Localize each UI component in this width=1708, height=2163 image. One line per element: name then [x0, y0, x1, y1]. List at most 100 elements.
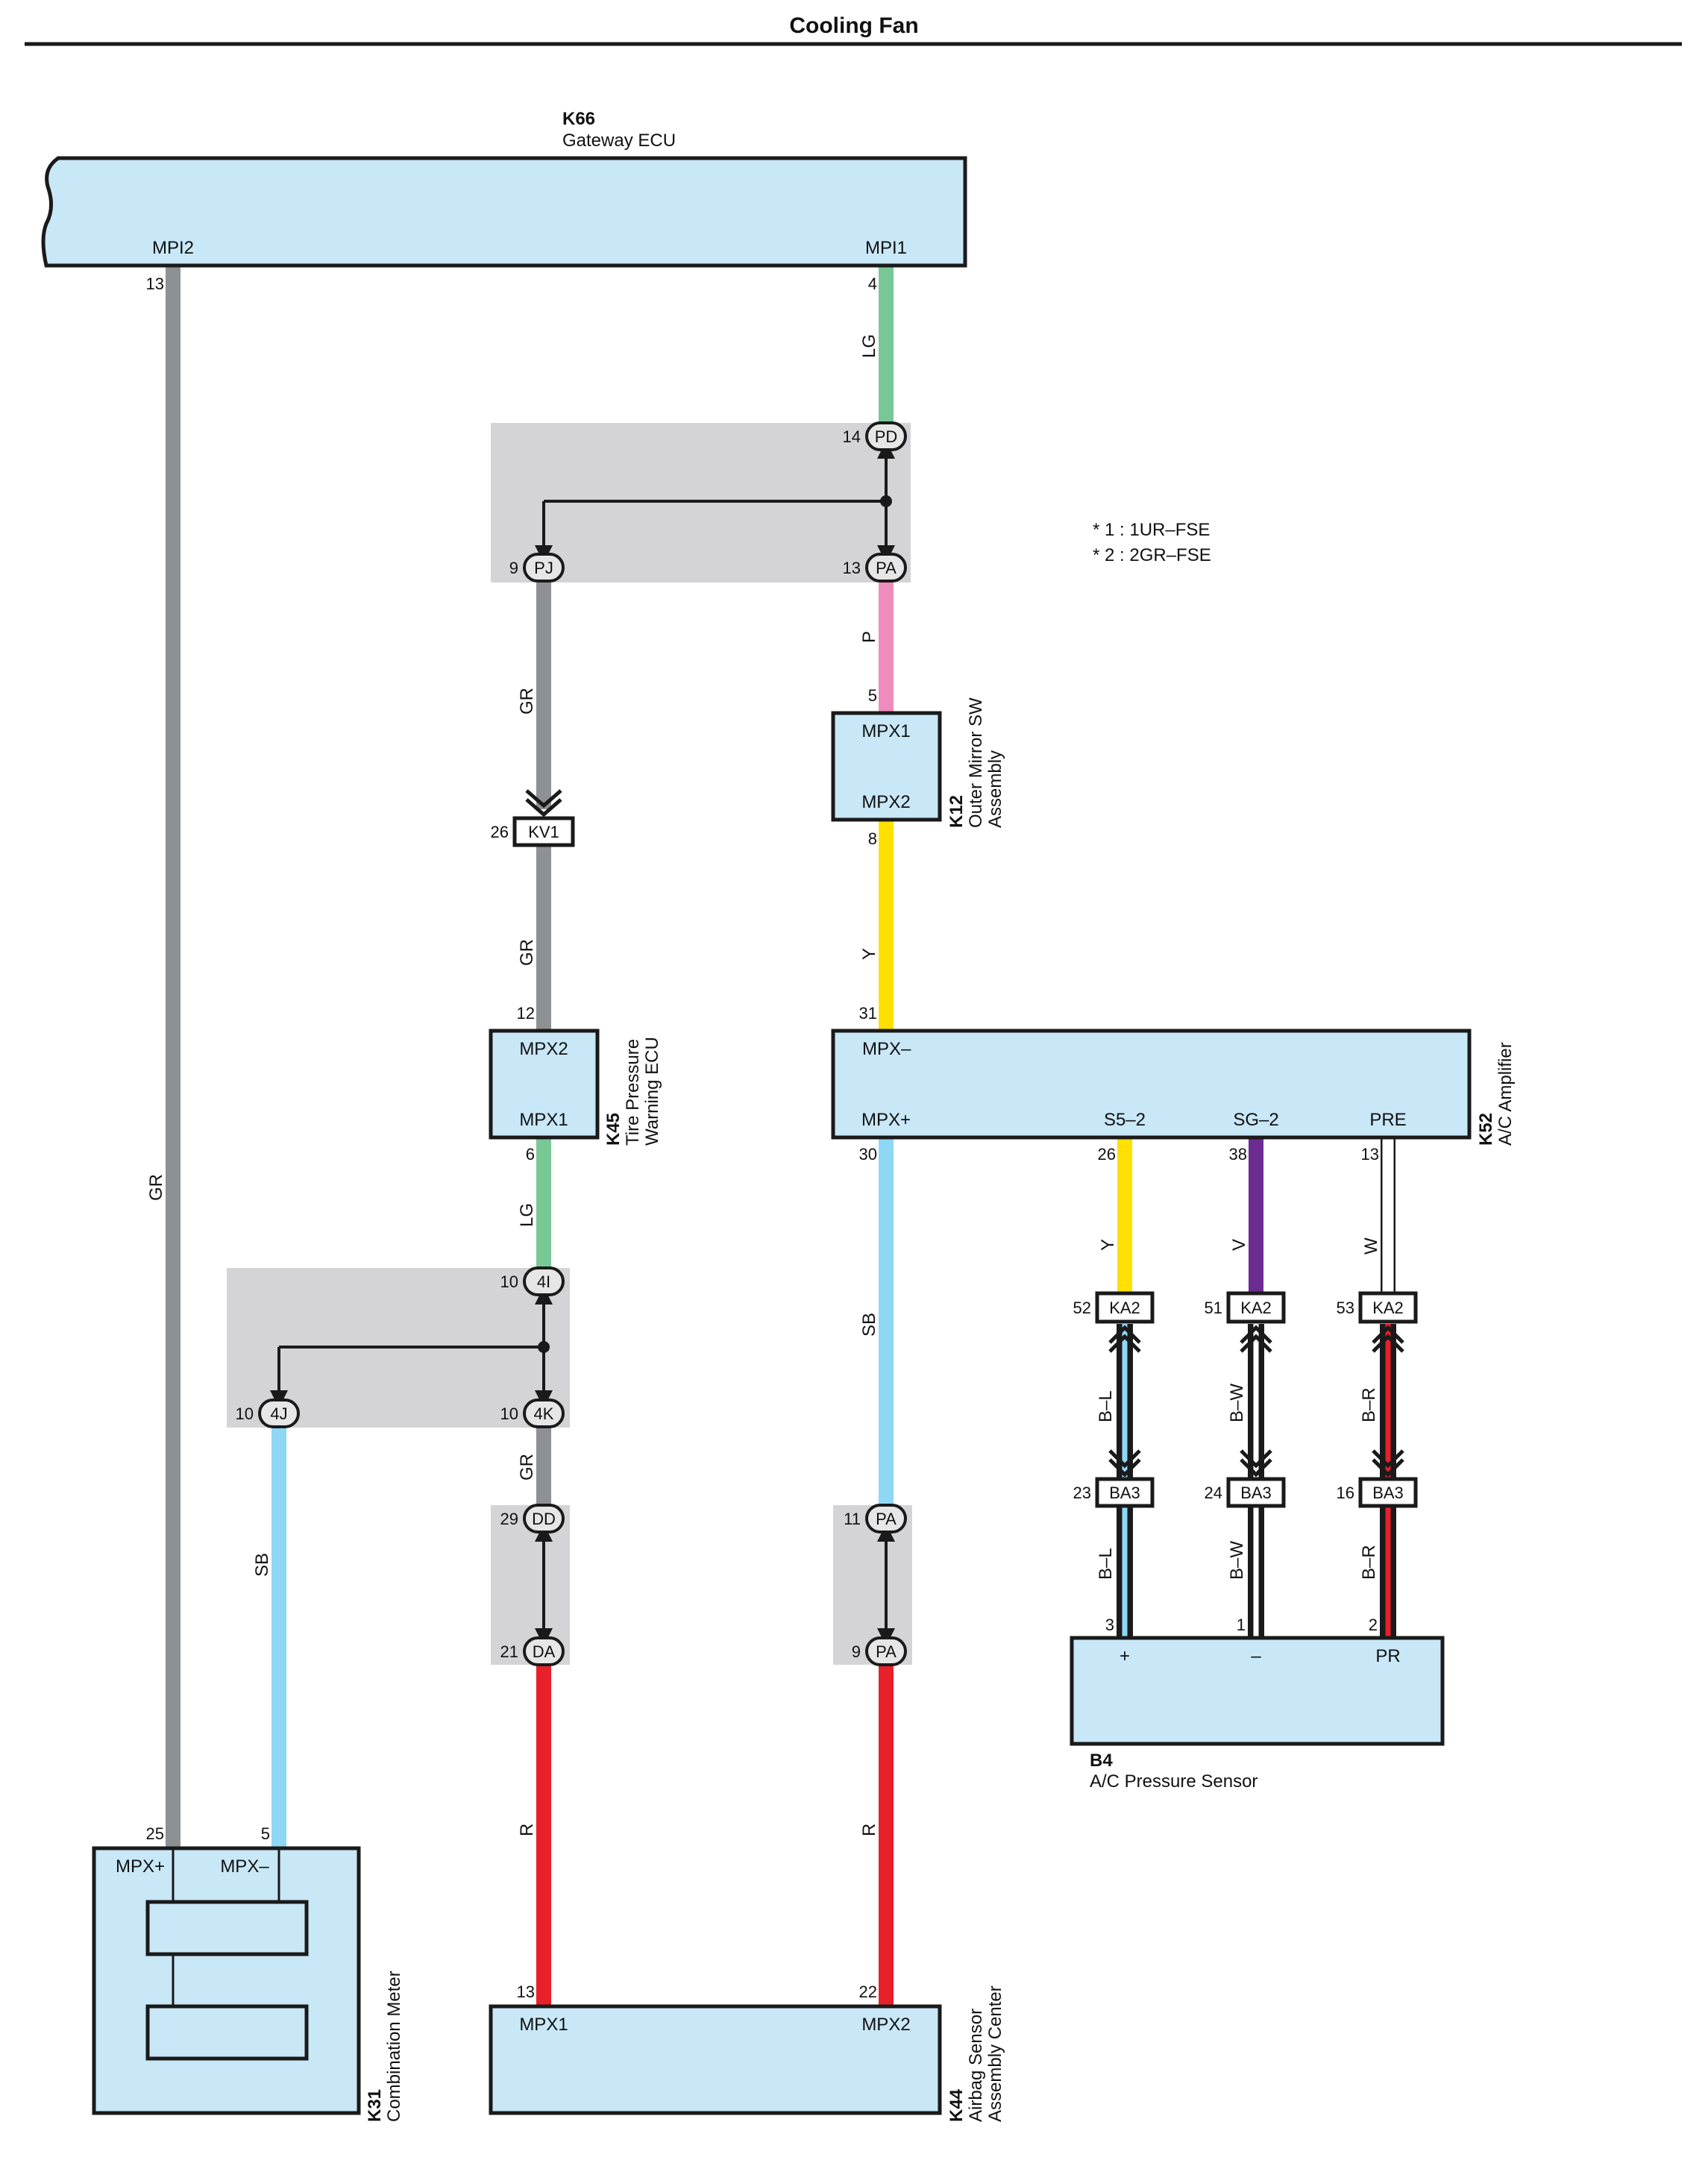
outer-mirror-sw-box	[831, 711, 942, 822]
gateway-ecu-box	[41, 156, 967, 268]
conn-ba3-c: BA3	[1372, 1484, 1404, 1502]
svg-text:26: 26	[491, 823, 509, 841]
k12-pin-mpx1: MPX1	[861, 721, 910, 741]
k12-pin-mpx2: MPX2	[861, 792, 910, 812]
svg-text:51: 51	[1205, 1299, 1222, 1317]
svg-text:R: R	[517, 1824, 537, 1836]
svg-text:B–W: B–W	[1227, 1541, 1247, 1580]
svg-text:9: 9	[852, 1642, 861, 1661]
k12-name-1: Outer Mirror SW	[966, 697, 986, 828]
svg-text:10: 10	[500, 1404, 518, 1423]
k31-pin-mpx-plus: MPX+	[116, 1856, 165, 1877]
wire-labels: GR LG P GR GR Y LG SB Y V W B–L B–W B–R …	[146, 334, 1381, 1836]
svg-text:14: 14	[843, 427, 861, 446]
svg-text:3: 3	[1105, 1616, 1114, 1634]
conn-pa-3: PA	[876, 1642, 897, 1661]
k66-id: K66	[562, 109, 595, 129]
k52-pin-sg-2: SG–2	[1233, 1110, 1278, 1130]
conn-pa-2: PA	[876, 1510, 897, 1528]
k45-pin-mpx1: MPX1	[519, 1110, 568, 1130]
combination-meter-box	[92, 1846, 361, 2115]
svg-text:23: 23	[1073, 1484, 1091, 1502]
svg-text:30: 30	[859, 1145, 877, 1164]
svg-text:Y: Y	[859, 948, 879, 960]
svg-text:9: 9	[509, 559, 518, 577]
k44-pin-mpx2: MPX2	[861, 2015, 910, 2035]
svg-text:52: 52	[1073, 1299, 1091, 1317]
k45-name-1: Tire Pressure	[623, 1039, 643, 1146]
svg-text:2: 2	[1369, 1616, 1378, 1634]
conn-ba3-b: BA3	[1240, 1484, 1272, 1502]
svg-text:B–L: B–L	[1096, 1548, 1116, 1580]
svg-text:GR: GR	[517, 1454, 537, 1481]
svg-text:29: 29	[500, 1510, 518, 1528]
k66-pin-mpi1: MPI1	[865, 238, 907, 258]
svg-text:1: 1	[1237, 1616, 1246, 1634]
svg-text:13: 13	[517, 1983, 535, 2001]
svg-text:B–R: B–R	[1359, 1387, 1379, 1422]
page-title: Cooling Fan	[789, 13, 918, 38]
svg-text:5: 5	[868, 686, 877, 705]
conn-dd: DD	[532, 1510, 556, 1528]
connector-pills: PD PJ PA 4I 4J 4K DD DA PA PA	[258, 421, 907, 1666]
b4-pin-pr: PR	[1375, 1646, 1400, 1666]
b4-name: A/C Pressure Sensor	[1090, 1771, 1258, 1792]
b4-pin-plus: +	[1120, 1646, 1130, 1666]
k31-pin-mpx-minus: MPX–	[220, 1856, 269, 1877]
svg-text:12: 12	[517, 1004, 535, 1023]
svg-text:SB: SB	[252, 1553, 272, 1577]
conn-4j: 4J	[270, 1404, 287, 1423]
svg-text:13: 13	[843, 559, 861, 577]
k12-id: K12	[946, 795, 967, 828]
note-1: * 1 : 1UR–FSE	[1093, 520, 1210, 540]
k52-name: A/C Amplifier	[1495, 1042, 1516, 1146]
svg-text:8: 8	[868, 829, 877, 848]
svg-text:11: 11	[844, 1510, 861, 1528]
airbag-sensor-box	[489, 2004, 942, 2115]
conn-ka2-a: KA2	[1109, 1299, 1140, 1317]
svg-text:6: 6	[526, 1145, 535, 1164]
svg-text:5: 5	[261, 1824, 270, 1843]
k12-name-2: Assembly	[985, 750, 1005, 828]
svg-text:26: 26	[1098, 1145, 1116, 1164]
ac-amplifier-box	[831, 1029, 1472, 1140]
k44-name-2: Assembly Center	[985, 1985, 1005, 2122]
conn-pj: PJ	[534, 559, 553, 577]
tire-pressure-ecu-box	[489, 1029, 600, 1140]
svg-text:25: 25	[146, 1824, 164, 1843]
wires	[166, 266, 1396, 2006]
svg-text:GR: GR	[517, 939, 537, 966]
meter-circuit-1	[145, 1900, 309, 1956]
conn-ba3-a: BA3	[1109, 1484, 1140, 1502]
k44-id: K44	[946, 2088, 967, 2122]
svg-text:W: W	[1361, 1237, 1381, 1255]
svg-text:P: P	[859, 631, 879, 643]
svg-text:SB: SB	[859, 1313, 879, 1337]
inline-connectors: KV1 KA2 KA2 KA2 BA3 BA3 BA3	[512, 816, 1418, 1508]
k52-pin-s5-2: S5–2	[1104, 1110, 1146, 1130]
conn-pa-1: PA	[876, 559, 897, 577]
k66-pin-mpi2: MPI2	[152, 238, 194, 258]
svg-text:10: 10	[500, 1272, 518, 1291]
kv1-chevron	[525, 789, 562, 817]
conn-ka2-c: KA2	[1372, 1299, 1404, 1317]
k45-id: K45	[603, 1113, 624, 1146]
svg-text:B–R: B–R	[1359, 1545, 1379, 1580]
svg-text:21: 21	[500, 1642, 518, 1661]
k44-name-1: Airbag Sensor	[966, 2009, 986, 2122]
svg-text:13: 13	[146, 274, 164, 293]
svg-text:LG: LG	[517, 1203, 537, 1227]
ka2-ba3-chevrons	[1108, 1325, 1404, 1478]
svg-text:LG: LG	[859, 334, 879, 358]
k45-pin-mpx2: MPX2	[519, 1039, 568, 1059]
ac-pressure-sensor-box	[1070, 1636, 1445, 1746]
k31-id: K31	[365, 2089, 385, 2122]
svg-text:GR: GR	[517, 688, 537, 715]
svg-text:V: V	[1229, 1239, 1249, 1251]
svg-text:16: 16	[1337, 1484, 1354, 1502]
splice-dot-2	[538, 1341, 550, 1353]
svg-text:31: 31	[859, 1004, 877, 1023]
k52-id: K52	[1476, 1113, 1496, 1146]
meter-circuit-2	[145, 2004, 309, 2061]
